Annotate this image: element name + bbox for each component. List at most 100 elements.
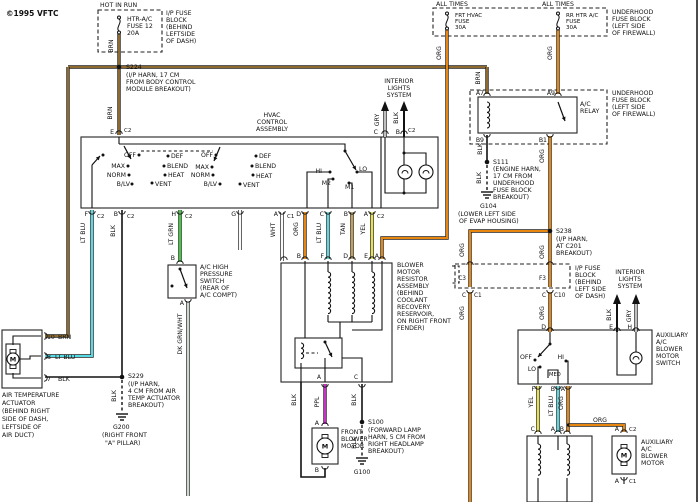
- diagram-label: OF DASH): [166, 38, 196, 45]
- diagram-label: BRN: [475, 71, 482, 85]
- diagram-label: OF EVAP HOUSING): [459, 218, 519, 225]
- diagram-label: LT BLU: [548, 396, 555, 416]
- diagram-label: ORG: [593, 417, 607, 424]
- terminal-connector-icon: [563, 430, 571, 435]
- diagram-label: (RIGHT FRONT: [102, 432, 147, 439]
- splice-S229: [119, 374, 125, 380]
- diagram-label: OF FIREWALL): [612, 30, 655, 37]
- diagram-label: A7: [476, 90, 484, 97]
- diagram-label: SYSTEM: [387, 92, 412, 99]
- lever-arrowhead: [213, 156, 218, 161]
- diagram-label: A: [274, 211, 279, 218]
- contact-dot: [355, 170, 359, 174]
- diagram-label: RECOVERY: [397, 304, 430, 311]
- diagram-label: A/C HIGH: [200, 264, 229, 271]
- diagram-label: ORG: [459, 306, 466, 320]
- underhood-fuse-block-dash: [432, 7, 608, 37]
- diagram-label: LEFTSIDE: [166, 31, 195, 38]
- terminal-connector-icon: [324, 256, 332, 261]
- diagram-label: MAX: [111, 163, 126, 170]
- diagram-label: DK GRN/WHT: [177, 313, 184, 354]
- diagram-label: M2: [322, 180, 331, 187]
- diagram-label: HEAT: [256, 173, 272, 180]
- diagram-label: BLK: [111, 389, 118, 402]
- diagram-label: S229: [128, 373, 144, 380]
- diagram-label: (LOWER LEFT SIDE: [458, 211, 516, 218]
- diagram-label: BLOCK: [575, 272, 597, 279]
- diagram-label: NORM: [107, 172, 126, 179]
- internal-wire: [12, 373, 41, 379]
- terminal-connector-icon: [381, 130, 389, 135]
- diagram-label: C2: [97, 214, 104, 220]
- internal-wire: [616, 332, 637, 376]
- diagram-label: ORG: [436, 46, 443, 60]
- terminal-connector-icon: [236, 210, 244, 215]
- actuator-ltblu-wire: [45, 210, 93, 357]
- resistor-coil-icon: [566, 443, 571, 476]
- resistor-coil-icon: [371, 271, 376, 315]
- diagram-label: FENDER): [397, 325, 424, 332]
- diagram-label: S224: [126, 64, 142, 71]
- contact-dot: [250, 164, 254, 168]
- terminal-connector-icon: [324, 210, 332, 215]
- fuse-icon: [556, 14, 560, 28]
- diagram-label: B: [315, 467, 319, 474]
- lever-arrowhead: [95, 156, 100, 161]
- diagram-label: ORG: [547, 46, 554, 60]
- ip-fuse-block-right-dash: [454, 263, 571, 289]
- splice-S100: [359, 419, 365, 425]
- diagram-label: BLOWER: [656, 346, 683, 353]
- diagram-label: (REAR OF: [200, 285, 230, 292]
- diagram-label: C: [462, 293, 466, 299]
- lever-arrowhead: [352, 165, 356, 170]
- diagram-label: A9: [547, 90, 555, 97]
- contact-dot: [137, 153, 141, 157]
- diagram-label: ASSEMBLY: [256, 126, 288, 133]
- contact-dot: [328, 170, 332, 174]
- diagram-label: F: [84, 211, 88, 218]
- diagram-label: MOTOR: [341, 443, 365, 450]
- internal-wire: [352, 261, 383, 331]
- contact-dot: [162, 164, 166, 168]
- diagram-label: INTERIOR: [384, 78, 414, 85]
- diagram-label: (I/P HARN,: [128, 381, 160, 388]
- diagram-label: C1: [287, 214, 294, 220]
- diagram-label: B: [297, 253, 301, 260]
- diagram-label: (LEFT SIDE: [612, 23, 645, 30]
- terminal-connector-icon: [466, 261, 474, 266]
- aux-blower-motor-box: [611, 435, 637, 475]
- diagram-label: COOLANT: [397, 297, 428, 304]
- terminal-connector-icon: [554, 430, 562, 435]
- diagram-label: A: [364, 211, 369, 218]
- internal-wire: [547, 369, 559, 384]
- diagram-label: AIR TEMPERATURE: [2, 392, 59, 399]
- internal-wire: [452, 265, 460, 284]
- terminal-connector-icon: [546, 133, 554, 138]
- diagram-label: B: [560, 426, 564, 433]
- diagram-label: C1: [629, 479, 636, 485]
- ip-fuse-block-dash: [97, 9, 163, 53]
- lever-arrowhead: [328, 352, 333, 357]
- diagram-label: BREAKOUT): [493, 194, 529, 201]
- aux-blower-resistor-box: [526, 435, 593, 502]
- diagram-label: BRN: [107, 106, 114, 120]
- diagram-label: A: [180, 300, 185, 307]
- diagram-label: BLK: [393, 111, 400, 124]
- terminal-connector-icon: [43, 352, 48, 360]
- diagram-label: F: [320, 253, 324, 260]
- diagram-label: ©1995 VFTC: [6, 9, 59, 18]
- contact-dot: [130, 182, 134, 186]
- terminal-connector-icon: [534, 385, 542, 390]
- diagram-label: B: [551, 386, 555, 393]
- diagram-label: DEF: [259, 153, 272, 160]
- diagram-label: LIGHTS: [619, 276, 641, 283]
- blower-return-blk-wire: [300, 382, 326, 478]
- diagram-label: HI: [558, 354, 565, 361]
- diagram-label: A: [315, 420, 320, 427]
- diagram-label: HOT IN RUN: [100, 2, 138, 9]
- terminal-connector-icon: [483, 92, 491, 97]
- terminal-connector-icon: [88, 210, 96, 215]
- diagram-label: C2: [408, 128, 415, 134]
- contact-dot: [163, 173, 167, 177]
- internal-wire: [119, 143, 346, 150]
